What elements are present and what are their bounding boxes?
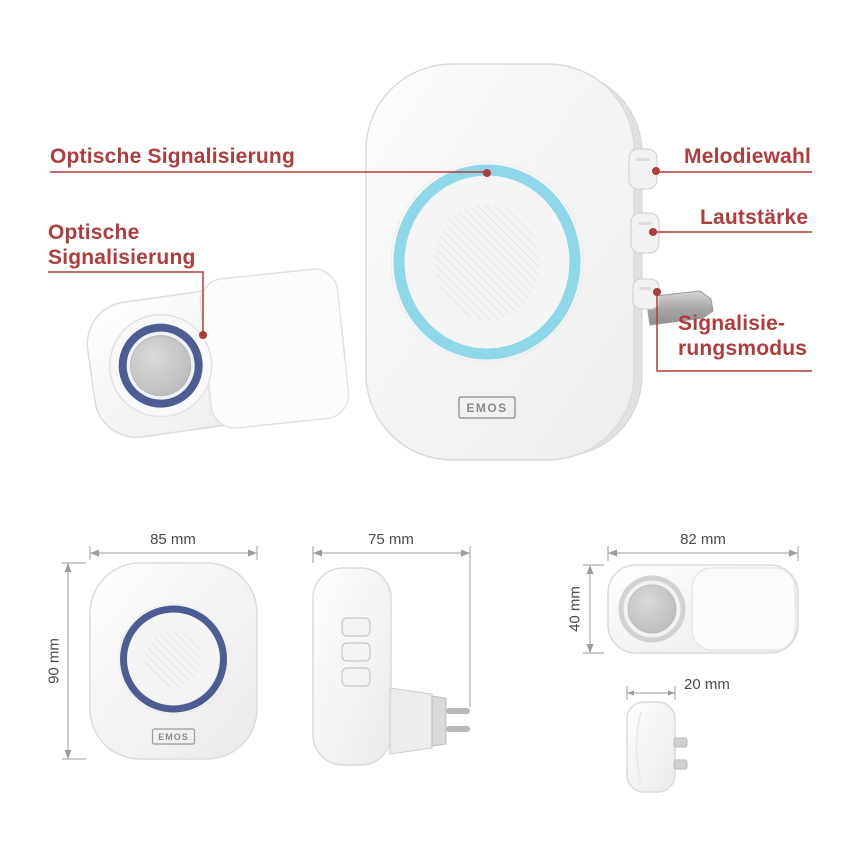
emos-logo-text: EMOS	[466, 401, 507, 415]
dim-label-85mm: 85 mm	[150, 531, 196, 548]
button-side-view	[626, 701, 688, 793]
power-plug-pin	[645, 290, 714, 326]
side-view-body	[312, 567, 392, 766]
pointer-dot-signal-mode	[653, 288, 661, 296]
side-profile-body	[626, 701, 676, 793]
side-view-plug-face	[431, 695, 447, 747]
annotation-pointers	[48, 171, 812, 372]
label-optical-signal-top: Optische Signalisierung	[50, 145, 295, 168]
name-plate-flap	[199, 268, 350, 429]
melody-button-mark	[636, 158, 650, 161]
emos-logo-box	[458, 396, 516, 419]
dim-label-75mm: 75 mm	[368, 531, 414, 548]
label-volume: Lautstärke	[700, 206, 809, 229]
plug-pin-bottom	[446, 726, 470, 732]
pointer-dot-optical-top	[483, 169, 491, 177]
side-view-button-3	[341, 667, 371, 687]
side-view-button-1	[341, 617, 371, 637]
mounting-peg-2	[673, 759, 688, 770]
receiver-product: EMOS	[365, 63, 714, 461]
top-view-name-plate	[691, 567, 796, 651]
dim-label-40mm: 40 mm	[566, 586, 584, 632]
label-optical-signal-button: Optische Signalisierung	[48, 220, 196, 270]
plug-pin-top	[446, 708, 470, 714]
mounting-peg-1	[673, 737, 688, 748]
doorbell-button-product	[86, 268, 350, 439]
side-view-plug-neck	[389, 687, 433, 755]
label-signal-mode-line1: Signalisie-	[678, 312, 786, 335]
signal-mode-button	[632, 278, 660, 310]
side-profile-dome-line	[635, 711, 642, 783]
label-signal-mode: Signalisie- rungsmodus	[678, 311, 807, 361]
volume-button	[630, 212, 660, 254]
signal-mode-button-mark	[639, 287, 651, 290]
front-view-logo-text: EMOS	[158, 732, 189, 742]
pointer-line-signal-mode	[656, 292, 812, 372]
dim-label-82mm: 82 mm	[680, 531, 726, 548]
dim-label-20mm: 20 mm	[684, 676, 730, 693]
volume-button-mark	[638, 222, 652, 225]
dimension-arrows	[64, 549, 798, 759]
front-view-led-ring	[120, 605, 227, 713]
dim-label-90mm: 90 mm	[45, 638, 63, 684]
pointer-dot-melody	[652, 167, 660, 175]
top-view-button	[627, 584, 677, 634]
pointer-line-optical-button	[48, 271, 204, 333]
label-optical-line1: Optische	[48, 221, 140, 244]
button-top-view	[607, 564, 799, 654]
annotation-dots	[199, 167, 661, 339]
pointer-dot-volume	[649, 228, 657, 236]
press-button	[130, 335, 192, 397]
label-optical-line2: Signalisierung	[48, 246, 196, 269]
receiver-front-view: EMOS	[89, 562, 258, 760]
dimension-lines	[62, 546, 799, 760]
speaker-grille-texture	[435, 204, 539, 320]
front-view-grille-texture	[145, 631, 202, 687]
side-view-button-2	[341, 642, 371, 662]
front-view-ring-outline	[118, 603, 229, 715]
label-melody: Melodiewahl	[684, 145, 812, 168]
label-signal-mode-line2: rungsmodus	[678, 337, 808, 360]
receiver-side-view	[312, 567, 470, 766]
led-ring-outline	[390, 161, 584, 363]
front-view-logo-box	[151, 728, 196, 745]
pointer-dot-optical-button	[199, 331, 207, 339]
